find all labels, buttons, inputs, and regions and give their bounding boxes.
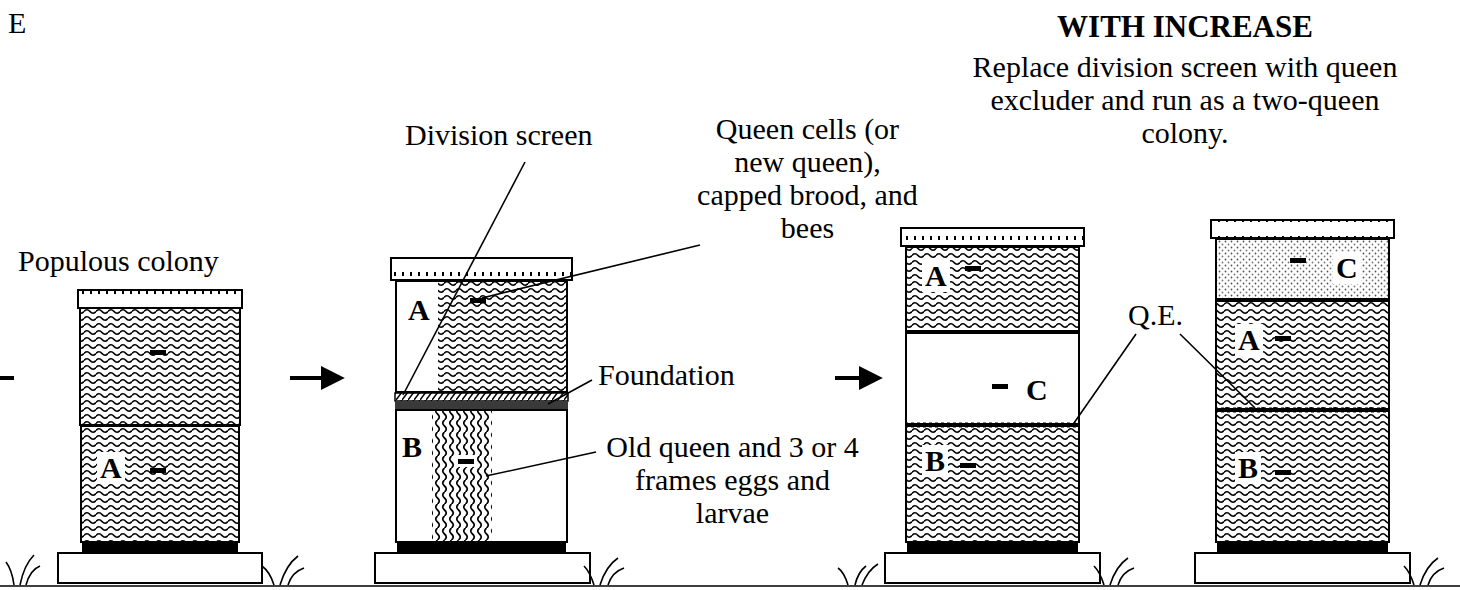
stage-arrow [290, 376, 340, 380]
queen-mark [150, 468, 166, 473]
hive-box: C [1215, 238, 1390, 300]
hive-stand [1195, 553, 1410, 583]
hive-box: A [1215, 300, 1390, 410]
bottom-board [907, 543, 1078, 553]
grass-tuft [6, 555, 40, 585]
hive-body [80, 308, 240, 425]
comb-texture [80, 425, 240, 543]
box-letter: C [1023, 374, 1051, 406]
stage-arrow [835, 376, 878, 380]
leader-line [486, 452, 596, 476]
hive-stand [885, 553, 1100, 583]
part-label: Foundation [598, 358, 735, 391]
comb-texture [905, 425, 1080, 543]
queen-mark [1290, 258, 1306, 263]
outer-cover [391, 258, 572, 280]
queen-mark [992, 384, 1008, 389]
bottom-board [1217, 543, 1388, 553]
box-letter: A [922, 260, 950, 292]
queen-mark [470, 298, 486, 303]
hive [1195, 220, 1410, 583]
instruction-note: Replace division screen with queen exclu… [970, 50, 1400, 149]
queen-mark [1275, 470, 1291, 475]
queen-mark [960, 463, 976, 468]
outer-cover [1211, 220, 1394, 238]
queen-patch [455, 455, 477, 467]
hive-box: A [395, 280, 568, 393]
comb-texture [438, 280, 568, 393]
grass-tuft [1094, 558, 1134, 585]
box-letter: C [1333, 252, 1361, 284]
box-letter: A [405, 294, 433, 326]
queen-mark [150, 350, 166, 355]
grass [6, 555, 1444, 585]
box-letter: B [1235, 452, 1261, 484]
queen-mark [1275, 336, 1291, 341]
hive [58, 290, 262, 583]
outer-cover [78, 290, 242, 308]
comb-texture [905, 246, 1080, 332]
arrow-fragment [0, 376, 14, 380]
queen-mark [458, 459, 474, 464]
hive-box: B [905, 425, 1080, 543]
division-screen [395, 393, 568, 401]
outer-cover [901, 228, 1084, 246]
figure-letter: E [8, 6, 26, 39]
bottom-board [397, 543, 566, 553]
queen-mark [965, 266, 981, 271]
box-letter: A [97, 452, 125, 484]
hive [885, 228, 1100, 583]
leader-line [403, 162, 525, 395]
hive-box: A [905, 246, 1080, 332]
box-letter: A [1235, 324, 1263, 356]
hive-stand [58, 553, 262, 583]
hive-box: B [1215, 410, 1390, 543]
ground-line [0, 585, 1460, 587]
foundation [395, 401, 568, 409]
leader-line [1074, 334, 1136, 423]
grass-tuft [838, 564, 878, 585]
box-letter: B [399, 431, 425, 463]
grass-tuft [584, 558, 624, 585]
part-label: Q.E. [1128, 298, 1183, 331]
part-label: Queen cells (or new queen), capped brood… [695, 112, 920, 244]
box-letter: B [922, 445, 948, 477]
hive-box: A [80, 425, 240, 543]
grass-tuft [1404, 558, 1444, 585]
leader-line [482, 245, 700, 298]
part-label: Division screen [405, 118, 592, 151]
hive-box: B [395, 409, 568, 543]
hive [375, 258, 590, 583]
brood-frames [432, 409, 492, 543]
part-label: Old queen and 3 or 4 frames eggs and lar… [600, 430, 865, 529]
bottom-board [82, 543, 238, 553]
hive-box: C [905, 332, 1080, 425]
comb-texture [1215, 410, 1390, 543]
stage-label: Populous colony [18, 244, 219, 277]
grass-tuft [262, 556, 304, 585]
hive-stand [375, 553, 590, 583]
heading: WITH INCREASE [985, 10, 1385, 44]
stipple-texture [1215, 238, 1390, 300]
